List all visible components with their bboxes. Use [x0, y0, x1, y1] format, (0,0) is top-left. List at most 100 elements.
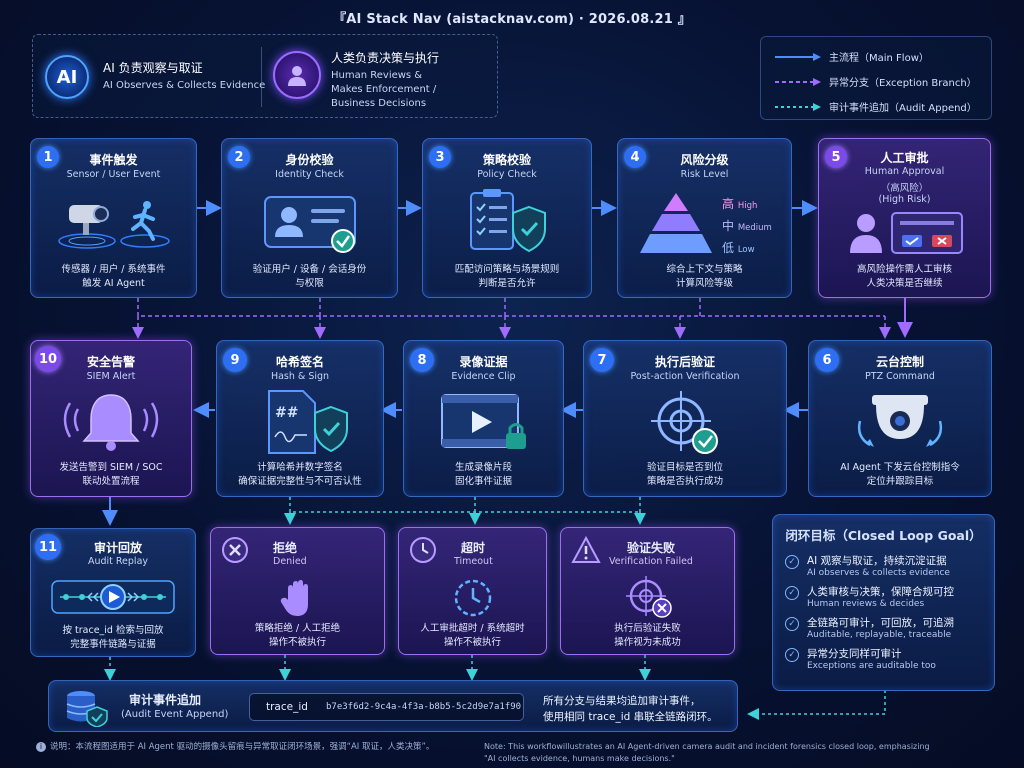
warning-icon [571, 535, 601, 568]
step-number: 5 [825, 146, 847, 168]
main-flow-arrow-icon [775, 52, 821, 61]
human-badge-icon [273, 51, 321, 99]
step-title: 身份校验 [285, 153, 334, 167]
step-card-post-verification: 7 执行后验证 Post-action Verification 验证目标是否到… [583, 340, 787, 497]
video-clip-icon [404, 391, 563, 455]
step-number: 9 [223, 348, 247, 372]
id-card-icon [222, 191, 397, 255]
step-desc-2: 联动处置流程 [82, 476, 140, 487]
exception-subtitle: Verification Failed [609, 556, 693, 567]
approval-person-icon [819, 211, 990, 257]
step-subtitle-3: (High Risk) [878, 194, 931, 205]
check-circle-icon: ✓ [785, 586, 799, 600]
step-desc-1: 生成录像片段 [454, 462, 512, 473]
step-card-siem-alert: 10 安全告警 SIEM Alert 发送告警到 SIEM / SOC 联动处置… [30, 340, 192, 497]
timer-dial-icon [399, 576, 546, 620]
ai-role-zh: AI 负责观察与取证 [103, 61, 203, 75]
step-subtitle: PTZ Command [865, 371, 935, 382]
exception-desc-2: 操作不被执行 [443, 637, 501, 648]
exception-title: 超时 [461, 541, 486, 555]
step-subtitle: Identity Check [275, 169, 344, 180]
step-number: 2 [228, 146, 250, 168]
step-number: 4 [624, 146, 646, 168]
replay-player-icon [31, 577, 195, 617]
audit-title: 审计事件追加 [129, 693, 202, 707]
info-icon: i [36, 742, 46, 752]
step-title: 风险分级 [680, 153, 729, 167]
step-subtitle-2: （高风险） [880, 183, 929, 194]
stop-hand-icon [211, 578, 384, 618]
step-title: 执行后验证 [654, 355, 715, 369]
step-card-ptz-command: 6 云台控制 PTZ Command AI Agent 下发云台控制指令 定位并… [808, 340, 992, 497]
step-title: 事件触发 [89, 153, 138, 167]
checklist-shield-icon [423, 189, 591, 257]
step-desc-2: 触发 AI Agent [82, 278, 145, 289]
exception-desc-1: 策略拒绝 / 人工拒绝 [254, 623, 341, 634]
step-title: 审计回放 [93, 541, 142, 555]
legend-main: 主流程（Main Flow） [775, 49, 929, 64]
check-circle-icon: ✓ [785, 617, 799, 631]
step-subtitle: Hash & Sign [270, 371, 330, 382]
step-number: 1 [37, 146, 59, 168]
footer-note-en-1: Note: This workflowillustrates an AI Age… [484, 742, 930, 751]
exception-subtitle: Denied [273, 556, 307, 567]
step-desc-2: 与权限 [295, 278, 324, 289]
database-shield-icon [63, 689, 109, 731]
human-role-en-3: Business Decisions [331, 98, 427, 109]
step-subtitle: SIEM Alert [86, 371, 136, 382]
exception-card-timeout: 超时 Timeout 人工审批超时 / 系统超时 操作不被执行 [398, 527, 547, 655]
denied-x-icon [221, 536, 249, 568]
step-card-event-trigger: 1 事件触发 Sensor / User Event 传感器 / 用户 / 系统… [30, 138, 197, 298]
step-number: 3 [429, 146, 451, 168]
step-number: 6 [815, 348, 839, 372]
risk-pyramid-icon [636, 191, 716, 261]
step-desc-1: 传感器 / 用户 / 系统事件 [61, 264, 166, 275]
legend-audit: 审计事件追加（Audit Append） [775, 99, 977, 114]
step-card-policy-check: 3 策略校验 Policy Check 匹配访问策略与场景规则 判断是否允许 [422, 138, 592, 298]
check-circle-icon: ✓ [785, 555, 799, 569]
step-card-risk-level: 4 风险分级 Risk Level 高 High 中 Medium 低 Low … [617, 138, 792, 298]
target-fail-icon [561, 574, 734, 620]
legend: 主流程（Main Flow） 异常分支（Exception Branch） 审计… [760, 36, 992, 120]
exception-title: 验证失败 [627, 541, 676, 555]
step-card-audit-replay: 11 审计回放 Audit Replay 按 trace_id 检索与回放 完整… [30, 528, 196, 657]
step-title: 云台控制 [875, 355, 924, 369]
step-number: 11 [35, 534, 61, 560]
step-card-hash-sign: 9 哈希签名 Hash & Sign ## 计算哈希并数字签名 确保证据完整性与… [216, 340, 384, 497]
exception-desc-1: 执行后验证失败 [614, 623, 681, 634]
step-desc-2: 定位并跟踪目标 [866, 476, 934, 487]
step-card-human-approval: 5 人工审批 Human Approval （高风险） (High Risk) … [818, 138, 991, 298]
exception-card-verification-failed: 验证失败 Verification Failed 执行后验证失败 操作视为未成功 [560, 527, 735, 655]
risk-high: 高 High [722, 197, 758, 211]
risk-low: 低 Low [722, 241, 755, 255]
step-desc-2: 确保证据完整性与不可否认性 [238, 476, 362, 487]
step-desc-2: 计算风险等级 [675, 278, 733, 289]
clock-icon [409, 536, 437, 568]
step-title: 安全告警 [86, 355, 135, 369]
svg-text:##: ## [275, 405, 298, 421]
dome-camera-icon [809, 391, 991, 453]
trace-id-value: b7e3f6d2-9c4a-4f3a-b8b5-5c2d9e7a1f90 [326, 702, 522, 712]
step-desc-1: 高风险操作需人工审核 [856, 264, 952, 275]
step-number: 7 [590, 348, 614, 372]
exception-desc-2: 操作不被执行 [268, 637, 326, 648]
ai-badge: AI [45, 55, 89, 99]
ai-role-en: AI Observes & Collects Evidence [103, 80, 266, 91]
step-subtitle: Risk Level [680, 169, 729, 180]
signed-document-icon: ## [217, 389, 383, 455]
trace-id-field: trace_id b7e3f6d2-9c4a-4f3a-b8b5-5c2d9e7… [249, 693, 524, 721]
exception-desc-1: 人工审批超时 / 系统超时 [420, 623, 525, 634]
step-title: 人工审批 [880, 151, 929, 165]
step-title: 策略校验 [482, 153, 531, 167]
closed-loop-goal-panel: 闭环目标（Closed Loop Goal） ✓ AI 观察与取证，持续沉淀证据… [772, 514, 995, 691]
step-desc-1: 按 trace_id 检索与回放 [62, 625, 164, 636]
page-title: 『AI Stack Nav (aistacknav.com) · 2026.08… [333, 12, 691, 27]
step-number: 8 [410, 348, 434, 372]
exception-title: 拒绝 [273, 541, 298, 555]
step-title: 哈希签名 [275, 355, 324, 369]
check-circle-icon: ✓ [785, 648, 799, 662]
